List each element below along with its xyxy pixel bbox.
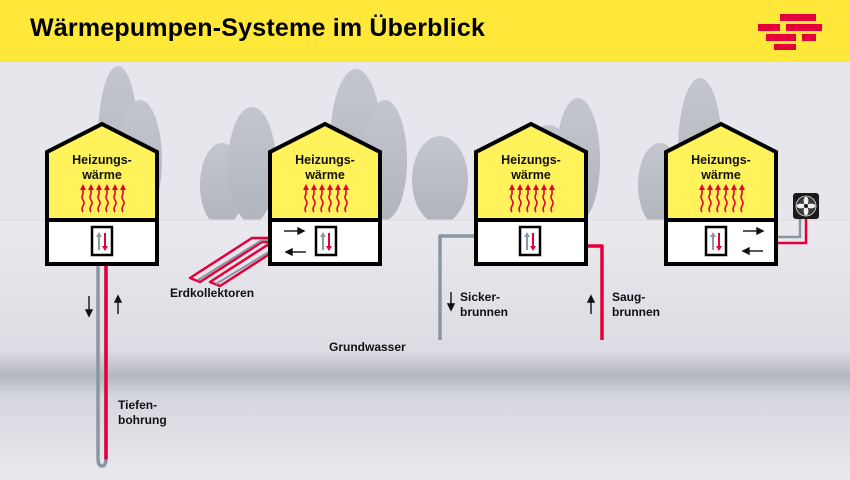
heat-pump-icon — [704, 225, 728, 257]
house-1-label: Heizungs-wärme — [72, 153, 132, 182]
heat-arrow-head — [104, 184, 110, 190]
heat-arrow-head — [715, 184, 721, 190]
heat-arrow-head — [112, 184, 118, 190]
house-2-label: Heizungs-wärme — [295, 153, 355, 182]
heat-arrow-stem — [344, 187, 348, 213]
heat-pump-icon — [90, 225, 114, 257]
label-sickerbrunnen: Sicker-brunnen — [460, 290, 508, 319]
heat-arrow-stem — [121, 187, 125, 213]
heat-arrow-head — [533, 184, 539, 190]
heat-arrow-stem — [534, 187, 538, 213]
heat-arrow-stem — [724, 187, 728, 213]
label-tiefenbohrung: Tiefen-bohrung — [118, 398, 167, 427]
heat-arrow-stem — [312, 187, 316, 213]
heat-arrow-head — [80, 184, 86, 190]
house-1 — [45, 121, 159, 266]
heat-arrow-head — [549, 184, 555, 190]
heat-arrow-head — [509, 184, 515, 190]
heat-arrow-head — [335, 184, 341, 190]
heat-arrow-icon — [699, 184, 745, 213]
label-erdkollektoren: Erdkollektoren — [170, 286, 255, 300]
heat-arrow-stem — [716, 187, 720, 213]
heat-arrow-icon — [509, 184, 555, 213]
heat-arrow-head — [88, 184, 94, 190]
heat-arrow-stem — [105, 187, 109, 213]
heat-arrow-head — [311, 184, 317, 190]
page-title: Wärmepumpen-Systeme im Überblick — [30, 14, 486, 42]
heat-arrow-head — [731, 184, 737, 190]
heat-arrow-stem — [304, 187, 308, 213]
heat-arrow-stem — [97, 187, 101, 213]
heat-arrow-head — [319, 184, 325, 190]
heat-arrow-stem — [732, 187, 736, 213]
logo-icon — [758, 14, 822, 50]
heat-arrow-stem — [510, 187, 514, 213]
flow-arrows — [84, 226, 765, 318]
label-saugbrunnen: Saug-brunnen — [612, 290, 660, 319]
heat-arrow-stem — [89, 187, 93, 213]
heat-arrow-stem — [526, 187, 530, 213]
heat-arrow-head — [120, 184, 126, 190]
heat-arrow-stem — [550, 187, 554, 213]
heat-arrow-stem — [542, 187, 546, 213]
house-4-label: Heizungs-wärme — [691, 153, 751, 182]
heat-arrow-stem — [336, 187, 340, 213]
heat-arrow-stem — [81, 187, 85, 213]
heat-arrow-stem — [708, 187, 712, 213]
heat-arrow-head — [541, 184, 547, 190]
heat-arrow-head — [517, 184, 523, 190]
label-grundwasser: Grundwasser — [329, 340, 406, 354]
heat-arrow-head — [699, 184, 705, 190]
heat-arrow-stem — [700, 187, 704, 213]
heat-pump-icon — [518, 225, 542, 257]
heat-arrow-stem — [113, 187, 117, 213]
heat-arrow-head — [525, 184, 531, 190]
title-bar — [0, 0, 850, 62]
heat-arrow-head — [96, 184, 102, 190]
fan-icon — [793, 193, 819, 219]
house-4 — [664, 121, 778, 266]
heat-arrow-stem — [740, 187, 744, 213]
heat-arrow-stem — [328, 187, 332, 213]
heat-arrow-icon — [303, 184, 349, 213]
heat-arrow-head — [327, 184, 333, 190]
heat-arrow-icon — [80, 184, 126, 213]
heat-arrow-head — [707, 184, 713, 190]
house-3 — [474, 121, 588, 266]
heat-pump-icon — [314, 225, 338, 257]
heat-arrow-head — [723, 184, 729, 190]
heat-arrow-stem — [320, 187, 324, 213]
heat-arrow-stem — [518, 187, 522, 213]
house-2 — [268, 121, 382, 266]
house-3-label: Heizungs-wärme — [501, 153, 561, 182]
heat-arrow-head — [303, 184, 309, 190]
borehole-pipe — [96, 256, 108, 468]
heat-arrow-head — [343, 184, 349, 190]
heat-arrow-head — [739, 184, 745, 190]
